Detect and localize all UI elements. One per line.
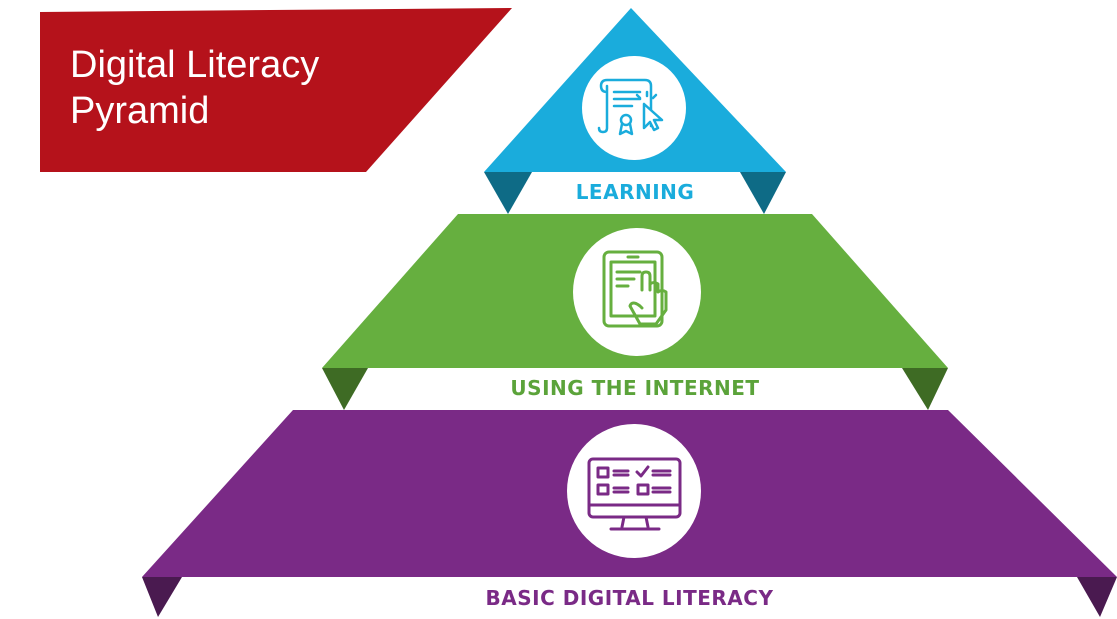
tier-using-the-internet bbox=[322, 214, 948, 410]
tier-basic-fold-right bbox=[1077, 577, 1117, 617]
monitor-checklist-icon bbox=[587, 457, 682, 531]
tier-basic-digital-literacy bbox=[142, 410, 1117, 617]
page-title: Digital Literacy Pyramid bbox=[70, 42, 410, 134]
tier-learning-fold-left bbox=[484, 172, 532, 214]
certificate-cursor-icon bbox=[597, 78, 664, 136]
tier-learning-fold-right bbox=[740, 172, 786, 214]
page-title-line-1: Digital Literacy bbox=[70, 44, 320, 86]
tier-label-using-the-internet: USING THE INTERNET bbox=[510, 376, 760, 400]
tier-learning-icon-circle bbox=[582, 56, 686, 160]
tier-basic-fold-left bbox=[142, 577, 182, 617]
tablet-touch-icon bbox=[602, 250, 668, 328]
tier-internet-fold-right bbox=[902, 368, 948, 410]
tier-label-basic-digital-literacy: BASIC DIGITAL LITERACY bbox=[485, 586, 774, 610]
tier-learning bbox=[484, 8, 786, 214]
page-title-line-2: Pyramid bbox=[70, 90, 210, 132]
tier-internet-icon-circle bbox=[573, 228, 701, 356]
title-banner bbox=[40, 8, 512, 172]
tier-label-learning: LEARNING bbox=[575, 180, 695, 204]
tier-internet-fold-left bbox=[322, 368, 368, 410]
